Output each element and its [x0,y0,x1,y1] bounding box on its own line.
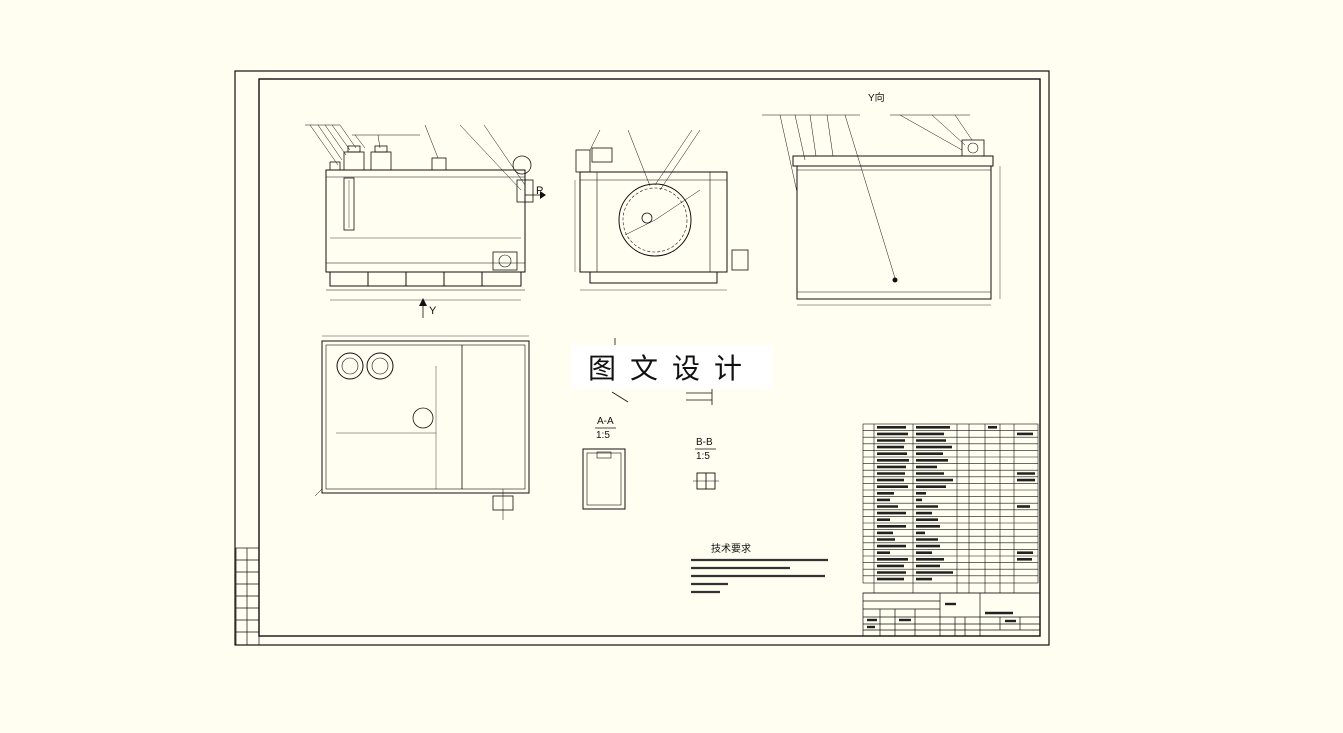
section-bb [693,448,719,490]
detail-small [611,338,713,405]
outer-frame [234,70,1050,646]
title-block-text [867,602,1016,629]
top-view [314,335,530,520]
section-bb-scale: 1:5 [696,451,710,462]
front-view [305,124,546,318]
y-view-title: Y向 [868,91,885,104]
section-aa [582,427,626,510]
y-view [762,114,1001,306]
parts-list [862,423,1039,594]
parts-list-text [877,425,1035,581]
section-bb-title: B-B [696,437,713,448]
port-label: P [536,185,543,197]
section-aa-scale: 1:5 [596,430,610,441]
section-aa-title: A-A [597,416,614,427]
inner-frame [258,78,1041,637]
tech-requirements-lines [691,558,828,594]
tech-requirements-title: 技术要求 [711,542,751,555]
watermark: 图文设计 [571,345,773,389]
direction-label: Y [429,305,437,317]
binding-block [235,547,260,646]
title-block [862,592,1041,637]
side-view [574,129,749,291]
